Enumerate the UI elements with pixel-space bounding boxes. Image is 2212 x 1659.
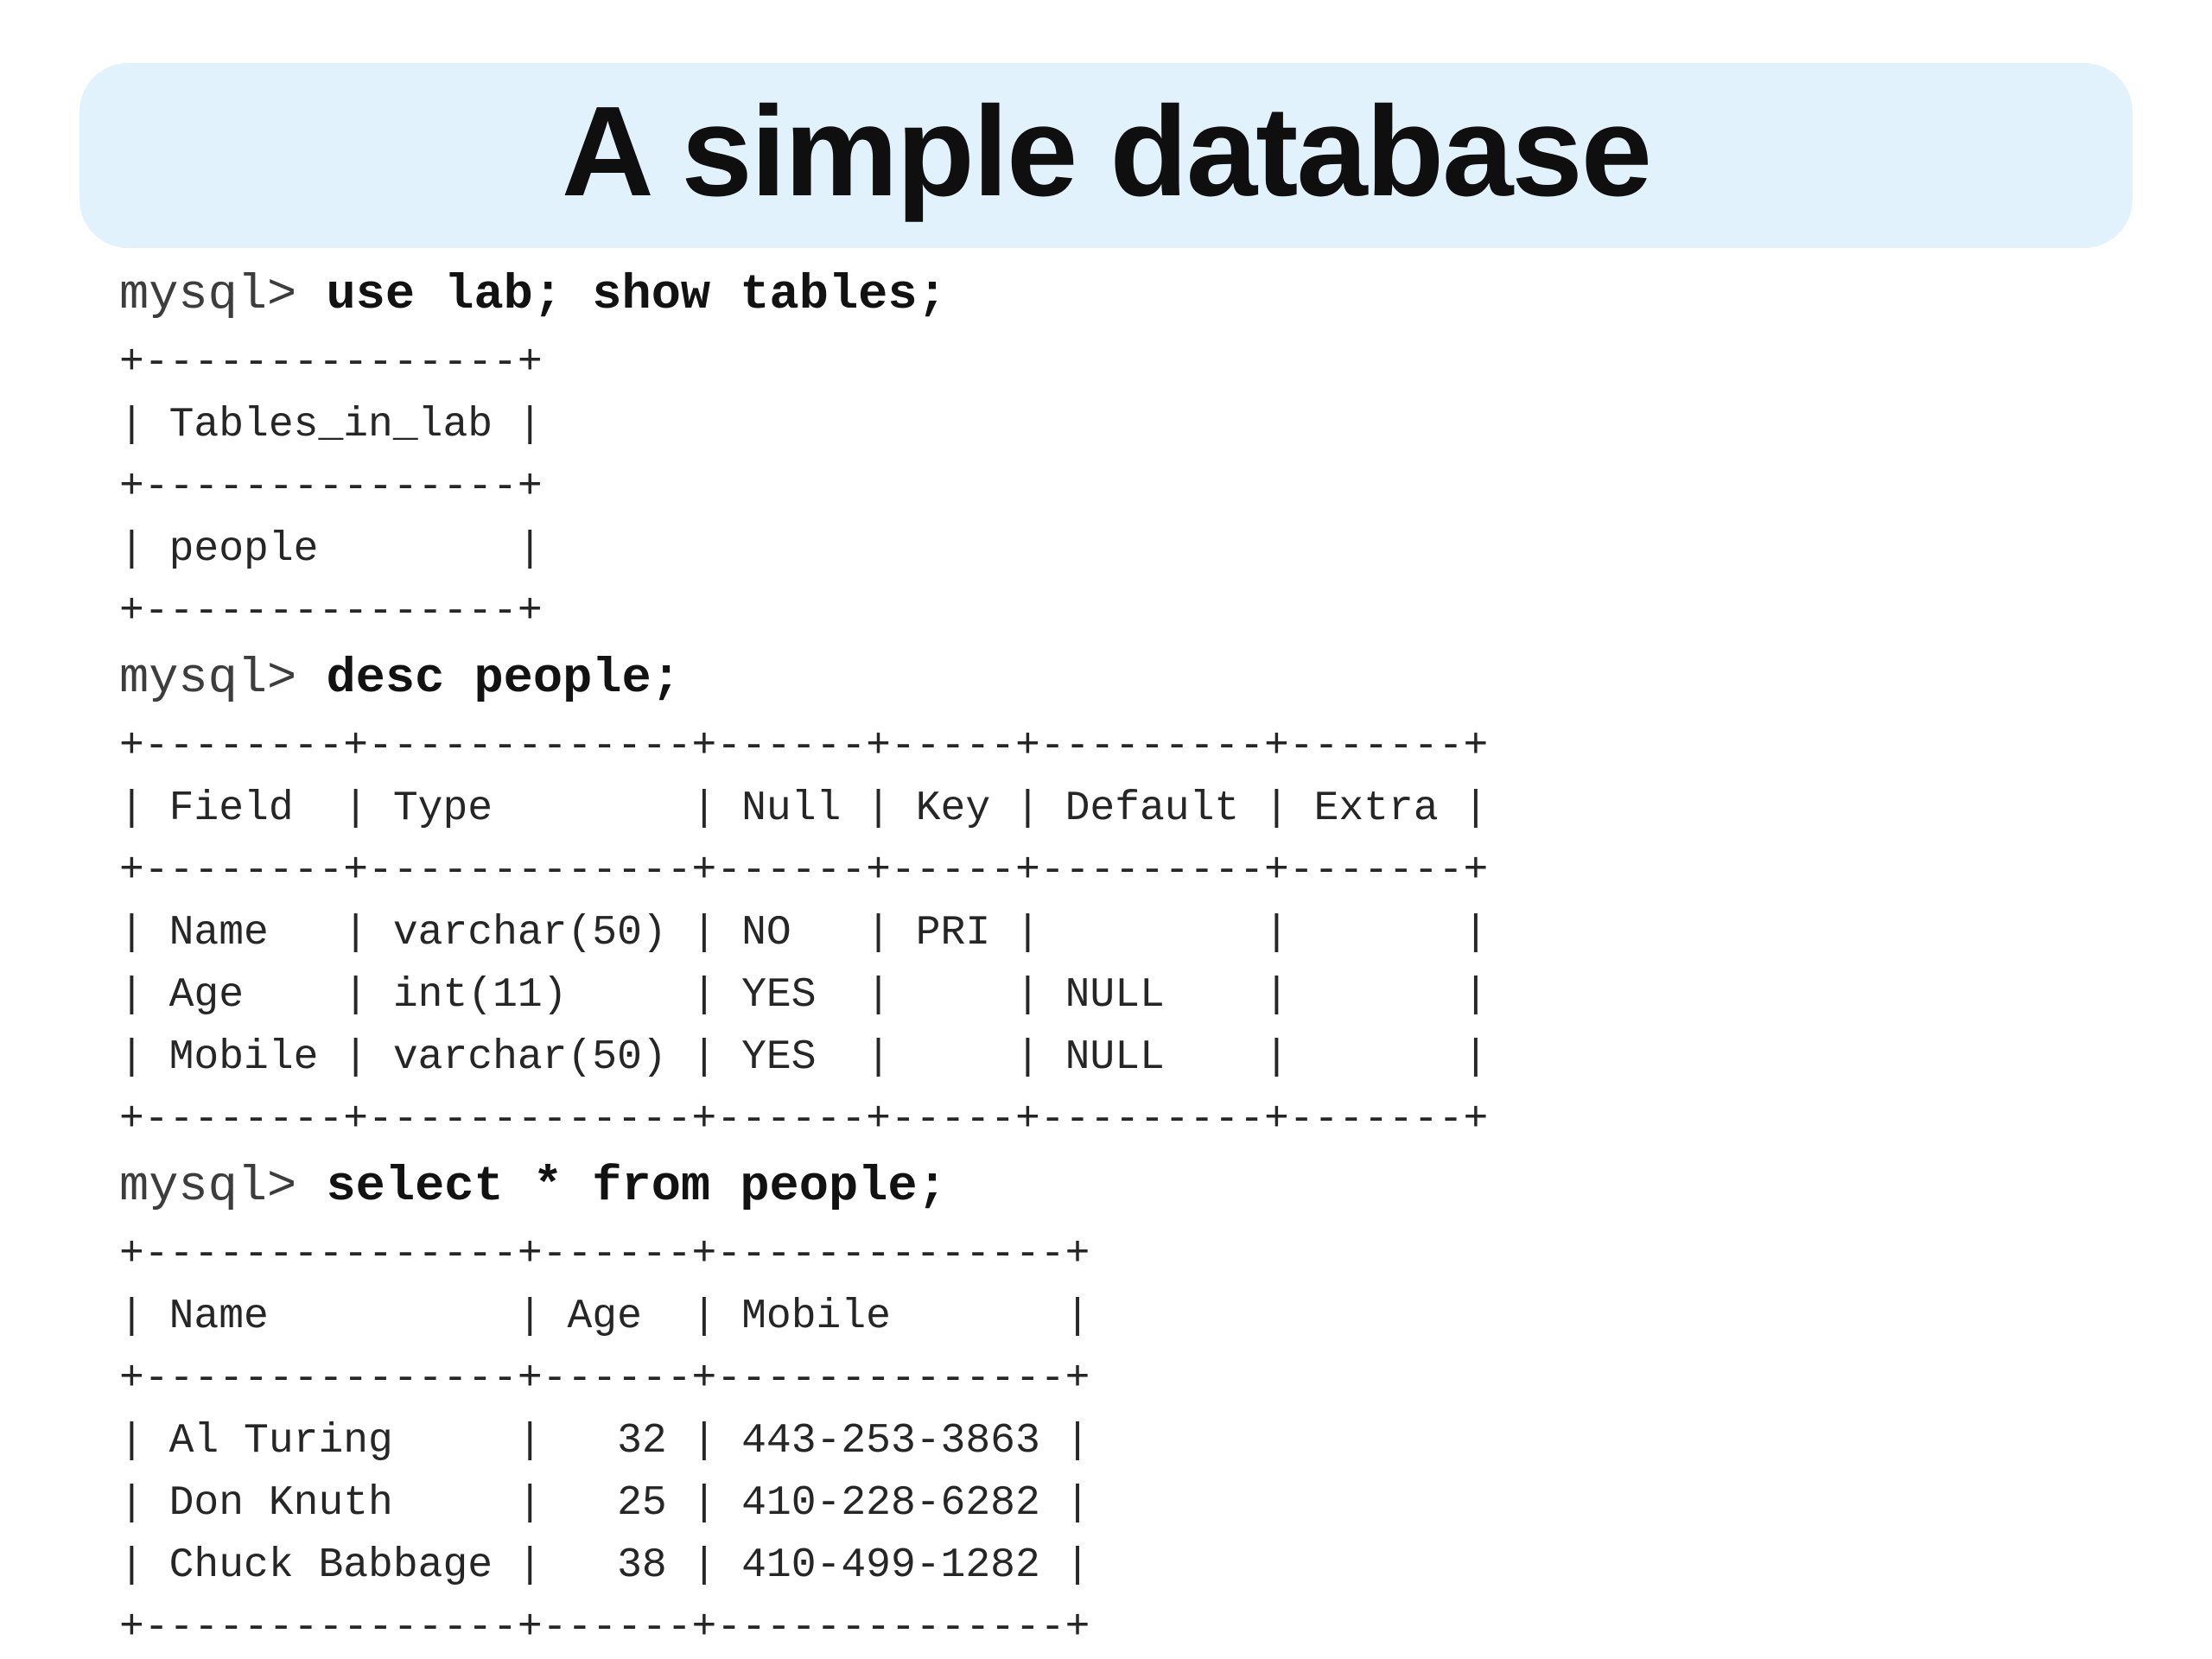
sql-command: use lab; show tables;	[326, 268, 947, 323]
ascii-table-line: | Field | Type | Null | Key | Default | …	[119, 785, 1489, 832]
ascii-table-line: | Chuck Babbage | 38 | 410-499-1282 |	[119, 1542, 1090, 1589]
sql-command: desc people;	[326, 652, 681, 707]
ascii-table-line: | Age | int(11) | YES | | NULL | |	[119, 972, 1489, 1019]
ascii-table-line: +--------+-------------+------+-----+---…	[119, 848, 1489, 894]
ascii-table-line: +---------------+------+--------------+	[119, 1356, 1090, 1402]
slide-title: A simple database	[561, 80, 1652, 223]
ascii-table-line: | Tables_in_lab |	[119, 402, 543, 448]
mysql-prompt: mysql>	[119, 268, 327, 323]
ascii-table-line: +---------------+	[119, 340, 543, 386]
terminal-transcript: mysql> use lab; show tables; +----------…	[119, 259, 1488, 1659]
ascii-table-line: | Name | varchar(50) | NO | PRI | | |	[119, 910, 1489, 957]
ascii-table-line: +--------+-------------+------+-----+---…	[119, 723, 1489, 770]
mysql-prompt: mysql>	[119, 1160, 327, 1215]
mysql-command-line: mysql> select * from people;	[119, 1151, 1488, 1224]
ascii-table-line: +---------------+	[119, 588, 543, 635]
ascii-table-line: | Don Knuth | 25 | 410-228-6282 |	[119, 1480, 1090, 1527]
ascii-table-line: +--------+-------------+------+-----+---…	[119, 1096, 1489, 1143]
title-banner: A simple database	[79, 63, 2133, 248]
ascii-table-line: | people |	[119, 526, 543, 573]
mysql-command-line: mysql> use lab; show tables;	[119, 259, 1488, 332]
ascii-table-line: +---------------+	[119, 464, 543, 511]
ascii-table-line: | Mobile | varchar(50) | YES | | NULL | …	[119, 1034, 1489, 1081]
sql-command: select * from people;	[326, 1160, 947, 1215]
ascii-table-line: | Al Turing | 32 | 443-253-3863 |	[119, 1418, 1090, 1465]
ascii-table-line: | Name | Age | Mobile |	[119, 1294, 1090, 1340]
ascii-table-line: +---------------+------+--------------+	[119, 1605, 1090, 1651]
mysql-prompt: mysql>	[119, 652, 327, 707]
ascii-table-line: +---------------+------+--------------+	[119, 1231, 1090, 1278]
mysql-command-line: mysql> desc people;	[119, 643, 1488, 715]
